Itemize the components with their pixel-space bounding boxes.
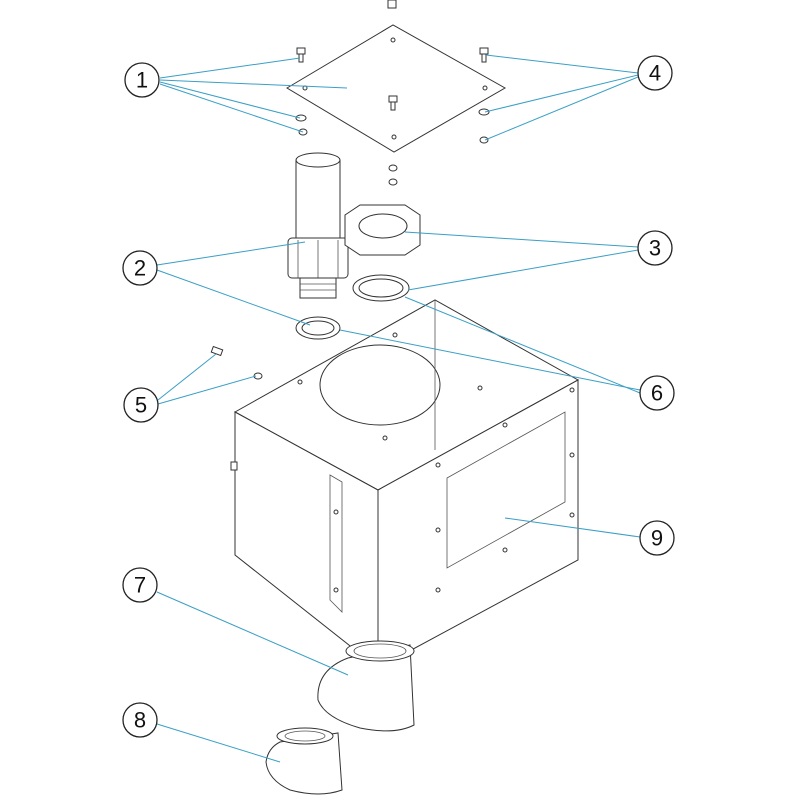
standpipe-tube bbox=[287, 152, 349, 299]
callout-label: 6 bbox=[651, 381, 663, 406]
callout-label: 9 bbox=[651, 526, 663, 551]
callout-5: 5 bbox=[123, 387, 159, 423]
callout-1: 1 bbox=[124, 62, 160, 98]
callout-label: 1 bbox=[136, 68, 148, 93]
callout-6: 6 bbox=[639, 375, 675, 411]
skimmer-box bbox=[230, 299, 580, 670]
callout-8: 8 bbox=[122, 702, 158, 738]
callout-label: 3 bbox=[649, 236, 661, 261]
callout-label: 7 bbox=[134, 573, 146, 598]
elbow-small bbox=[265, 727, 343, 795]
top-screw bbox=[387, 0, 397, 9]
callout-label: 4 bbox=[649, 61, 661, 86]
callout-3: 3 bbox=[637, 230, 673, 266]
leader-lines bbox=[156, 54, 641, 763]
callout-9: 9 bbox=[639, 520, 675, 556]
hex-nut bbox=[344, 204, 421, 256]
callout-label: 8 bbox=[134, 708, 146, 733]
gaskets bbox=[295, 274, 410, 340]
callout-4: 4 bbox=[637, 55, 673, 91]
small-screws bbox=[210, 345, 263, 380]
cover-plate bbox=[286, 24, 507, 153]
callout-label: 2 bbox=[134, 256, 146, 281]
callout-label: 5 bbox=[135, 393, 147, 418]
callout-2: 2 bbox=[122, 250, 158, 286]
elbow-large bbox=[317, 640, 415, 732]
callout-7: 7 bbox=[122, 567, 158, 603]
